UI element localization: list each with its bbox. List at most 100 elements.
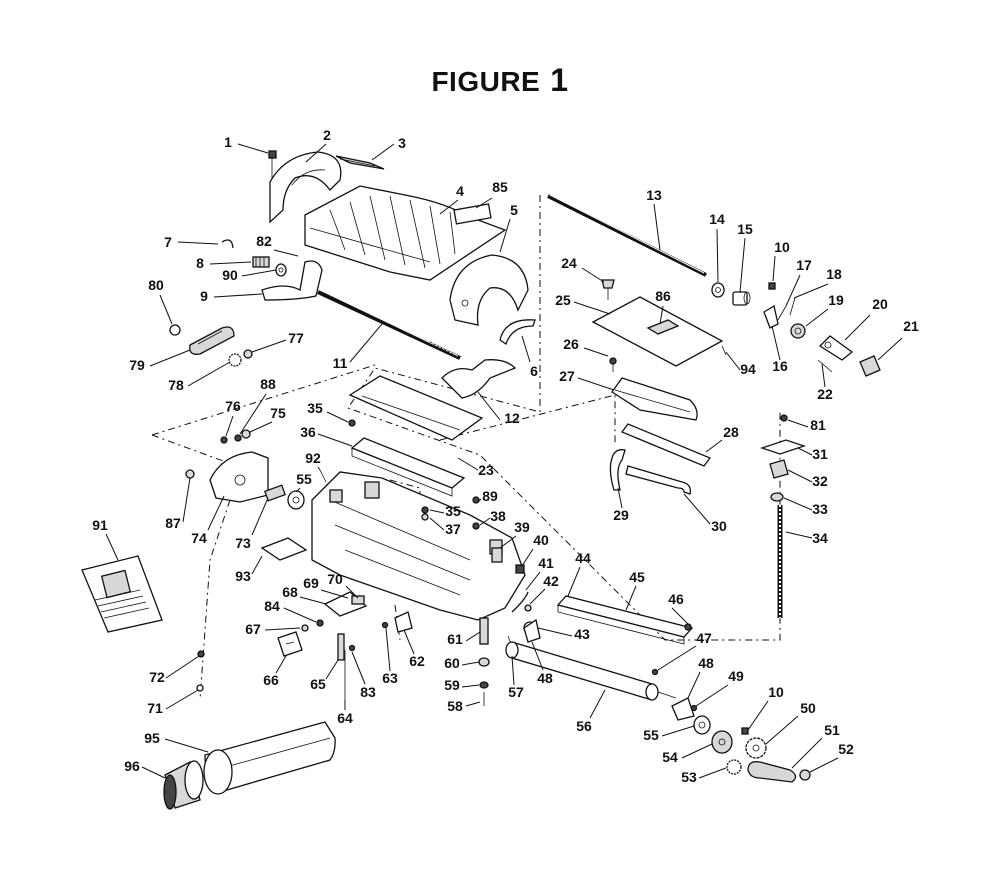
leader-line: [283, 607, 317, 623]
part-strip-28: [620, 423, 712, 467]
leader-line: [241, 269, 277, 277]
figure-title-word: FIGURE: [431, 66, 541, 97]
leader-line: [479, 517, 491, 526]
part-number-47: 47: [696, 630, 712, 646]
part-number-80: 80: [148, 277, 164, 293]
part-number-10a: 10: [774, 239, 790, 255]
part-washer-71: [196, 684, 204, 692]
part-screw-87: [185, 469, 195, 479]
leader-line: [787, 419, 809, 428]
part-bracket-12: [441, 359, 517, 399]
part-number-81: 81: [810, 417, 826, 433]
leader-line: [225, 415, 234, 437]
part-bolt-61: [479, 617, 489, 645]
leader-line: [698, 767, 727, 779]
part-number-61: 61: [447, 631, 463, 647]
leader-line: [351, 651, 366, 685]
part-number-94: 94: [740, 361, 756, 377]
leader-line: [251, 497, 269, 536]
leader-line: [765, 715, 799, 745]
leader-line: [797, 447, 813, 456]
leader-line: [249, 421, 273, 433]
part-number-labels: 1 2 3 4 5 6 7 8 9 10 10 11 12 13 14 15 1…: [92, 127, 919, 785]
part-number-34: 34: [812, 530, 828, 546]
leader-line: [671, 607, 689, 625]
part-number-26: 26: [563, 336, 579, 352]
part-number-63: 63: [382, 670, 398, 686]
part-key-16: [763, 304, 779, 329]
part-number-59: 59: [444, 677, 460, 693]
part-pin-41: [511, 591, 529, 613]
part-screw-76: [220, 436, 228, 444]
leader-line: [475, 197, 493, 209]
part-screw-88: [234, 434, 242, 442]
part-number-66: 66: [263, 672, 279, 688]
part-sprocket-50: [745, 737, 767, 759]
leader-line: [877, 337, 903, 361]
leader-line: [385, 627, 391, 672]
part-number-13: 13: [646, 187, 662, 203]
leader-line: [149, 349, 191, 367]
part-number-5: 5: [510, 202, 518, 218]
part-number-65: 65: [310, 676, 326, 692]
part-number-60: 60: [444, 655, 460, 671]
part-number-90: 90: [222, 267, 238, 283]
part-spring-73: [263, 484, 287, 502]
part-screw-83: [348, 644, 356, 652]
leader-line: [457, 457, 479, 471]
part-number-40: 40: [533, 532, 549, 548]
leader-line: [251, 555, 263, 575]
part-number-29: 29: [613, 507, 629, 523]
part-number-49: 49: [728, 668, 744, 684]
leader-line: [461, 661, 480, 666]
part-nut-52: [799, 769, 811, 781]
part-screw-1: [268, 150, 277, 178]
part-number-16: 16: [772, 358, 788, 374]
part-washer-90: [275, 263, 287, 277]
leader-line: [305, 143, 327, 163]
leader-line: [695, 684, 729, 707]
part-number-44: 44: [575, 550, 591, 566]
part-number-17: 17: [796, 257, 812, 273]
part-lever-9: [261, 260, 323, 301]
part-chain-51: [747, 761, 797, 783]
part-plate-23: [348, 375, 484, 441]
part-number-62: 62: [409, 653, 425, 669]
leader-line: [403, 629, 415, 655]
leader-line: [581, 267, 605, 283]
part-bearing-55-right: [693, 715, 711, 735]
part-number-21: 21: [903, 318, 919, 334]
leader-line: [299, 596, 327, 605]
part-number-36: 36: [300, 424, 316, 440]
part-rod-13: [547, 194, 707, 277]
leader-line: [499, 535, 517, 549]
part-number-92: 92: [305, 450, 321, 466]
leader-line: [659, 305, 664, 325]
leader-line: [791, 737, 823, 769]
leader-line: [529, 588, 546, 605]
part-number-91: 91: [92, 517, 108, 533]
part-label-85: [453, 203, 492, 225]
part-number-20: 20: [872, 296, 888, 312]
leader-line: [511, 655, 515, 686]
part-number-41: 41: [538, 555, 554, 571]
part-number-64: 64: [337, 710, 353, 726]
part-number-12: 12: [504, 410, 520, 426]
leader-line: [275, 655, 287, 674]
part-number-85: 85: [492, 179, 508, 195]
part-post-39: [491, 547, 503, 563]
part-number-50: 50: [800, 700, 816, 716]
part-number-14: 14: [709, 211, 725, 227]
part-screw-81: [780, 414, 788, 422]
part-chute-27: [611, 377, 698, 421]
part-wrench-30: [625, 465, 691, 495]
part-number-18: 18: [826, 266, 842, 282]
part-number-24: 24: [561, 255, 577, 271]
part-number-57: 57: [508, 684, 524, 700]
part-number-48b: 48: [698, 655, 714, 671]
leader-line: [207, 495, 225, 531]
part-handle-79: [189, 326, 235, 355]
part-number-27: 27: [559, 368, 575, 384]
part-nut-32: [769, 459, 789, 479]
